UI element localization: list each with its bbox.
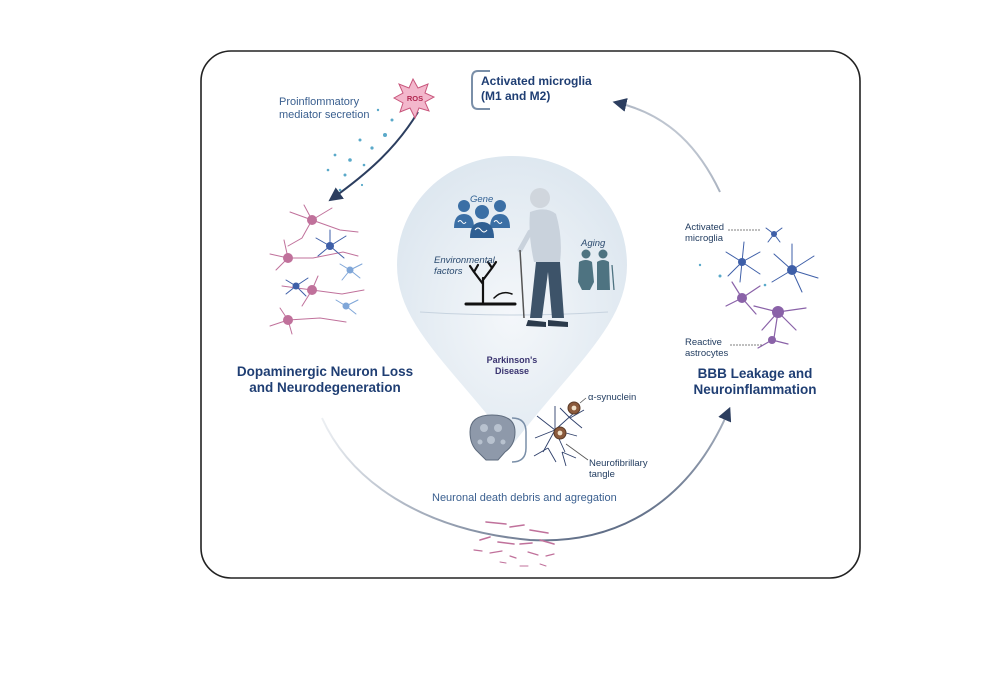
secretion-dots	[326, 108, 394, 192]
bbb-line2: Neuroinflammation	[693, 382, 817, 397]
aging-label: Aging	[581, 238, 606, 249]
proinflammatory-label: Proinflommatory mediator secretion	[279, 96, 370, 122]
elderly-couple-icon	[578, 249, 615, 291]
parkinsons-label: Parkinson's Disease	[480, 355, 544, 377]
neurofibrillary-line2: tangle	[589, 469, 615, 480]
gene-dna-icon	[454, 200, 510, 238]
activated-microglia-right-label: Activated microglia	[685, 222, 724, 244]
ros-label: ROS	[406, 94, 424, 103]
environmental-line2: factors	[434, 266, 463, 277]
top-label-bracket	[471, 70, 490, 110]
activated-microglia-right-line1: Activated	[685, 222, 725, 233]
activated-microglia-title: Activated microglia (M1 and M2)	[481, 74, 592, 104]
environmental-line1: Environmental	[434, 255, 495, 266]
activated-microglia-title-line2: (M1 and M2)	[481, 89, 551, 103]
proinflammatory-line2: mediator secretion	[279, 109, 370, 121]
cycle-arrow-bottom	[321, 406, 732, 542]
brain-bracket	[511, 417, 527, 463]
reactive-astrocytes-line1: Reactive	[685, 337, 722, 348]
activated-microglia-right-line2: microglia	[685, 233, 724, 244]
neurofibrillary-line1: Neurofibrillary	[589, 458, 648, 469]
proinflammatory-line1: Proinflommatory	[279, 96, 360, 108]
dopaminergic-line2: and Neurodegeneration	[249, 380, 401, 395]
reactive-astrocytes-label: Reactive astrocytes	[685, 337, 728, 359]
reactive-astrocytes-line2: astrocytes	[685, 348, 729, 359]
debris-icon	[473, 521, 555, 567]
dopaminergic-title: Dopaminergic Neuron Loss and Neurodegene…	[225, 364, 425, 396]
bbb-title: BBB Leakage and Neuroinflammation	[680, 366, 830, 398]
outer-frame	[200, 50, 861, 579]
activated-microglia-title-line1: Activated microglia	[481, 74, 592, 88]
microglia-cluster-icon	[698, 227, 819, 349]
dead-tree-icon	[464, 260, 517, 306]
neuron-cluster-icon	[269, 204, 365, 335]
ground-line	[419, 311, 609, 316]
leader-tangle	[565, 443, 589, 461]
cycle-arrow-top-left	[328, 111, 419, 202]
synuclein-core-1	[571, 405, 577, 411]
debris-label: Neuronal death debris and agregation	[432, 492, 617, 504]
leader-synuclein	[579, 397, 587, 404]
synuclein-core-2	[557, 430, 563, 436]
elderly-person-icon	[517, 188, 568, 327]
dopaminergic-line1: Dopaminergic Neuron Loss	[236, 364, 414, 379]
synuclein-aggregate-icon	[533, 406, 585, 467]
ros-burst-icon	[392, 77, 436, 120]
gene-label: Gene	[470, 194, 494, 205]
brain-section-icon	[469, 414, 516, 461]
parkinsons-line2: Disease	[494, 366, 530, 376]
alpha-synuclein-label: α-synuclein	[588, 392, 637, 403]
environmental-label: Environmental factors	[434, 255, 495, 277]
parkinsons-teardrop	[394, 153, 630, 449]
neurofibrillary-label: Neurofibrillary tangle	[589, 458, 648, 480]
bbb-line1: BBB Leakage and	[697, 366, 813, 381]
parkinsons-line1: Parkinson's	[486, 355, 538, 365]
cycle-arrow-top-right	[612, 98, 721, 193]
